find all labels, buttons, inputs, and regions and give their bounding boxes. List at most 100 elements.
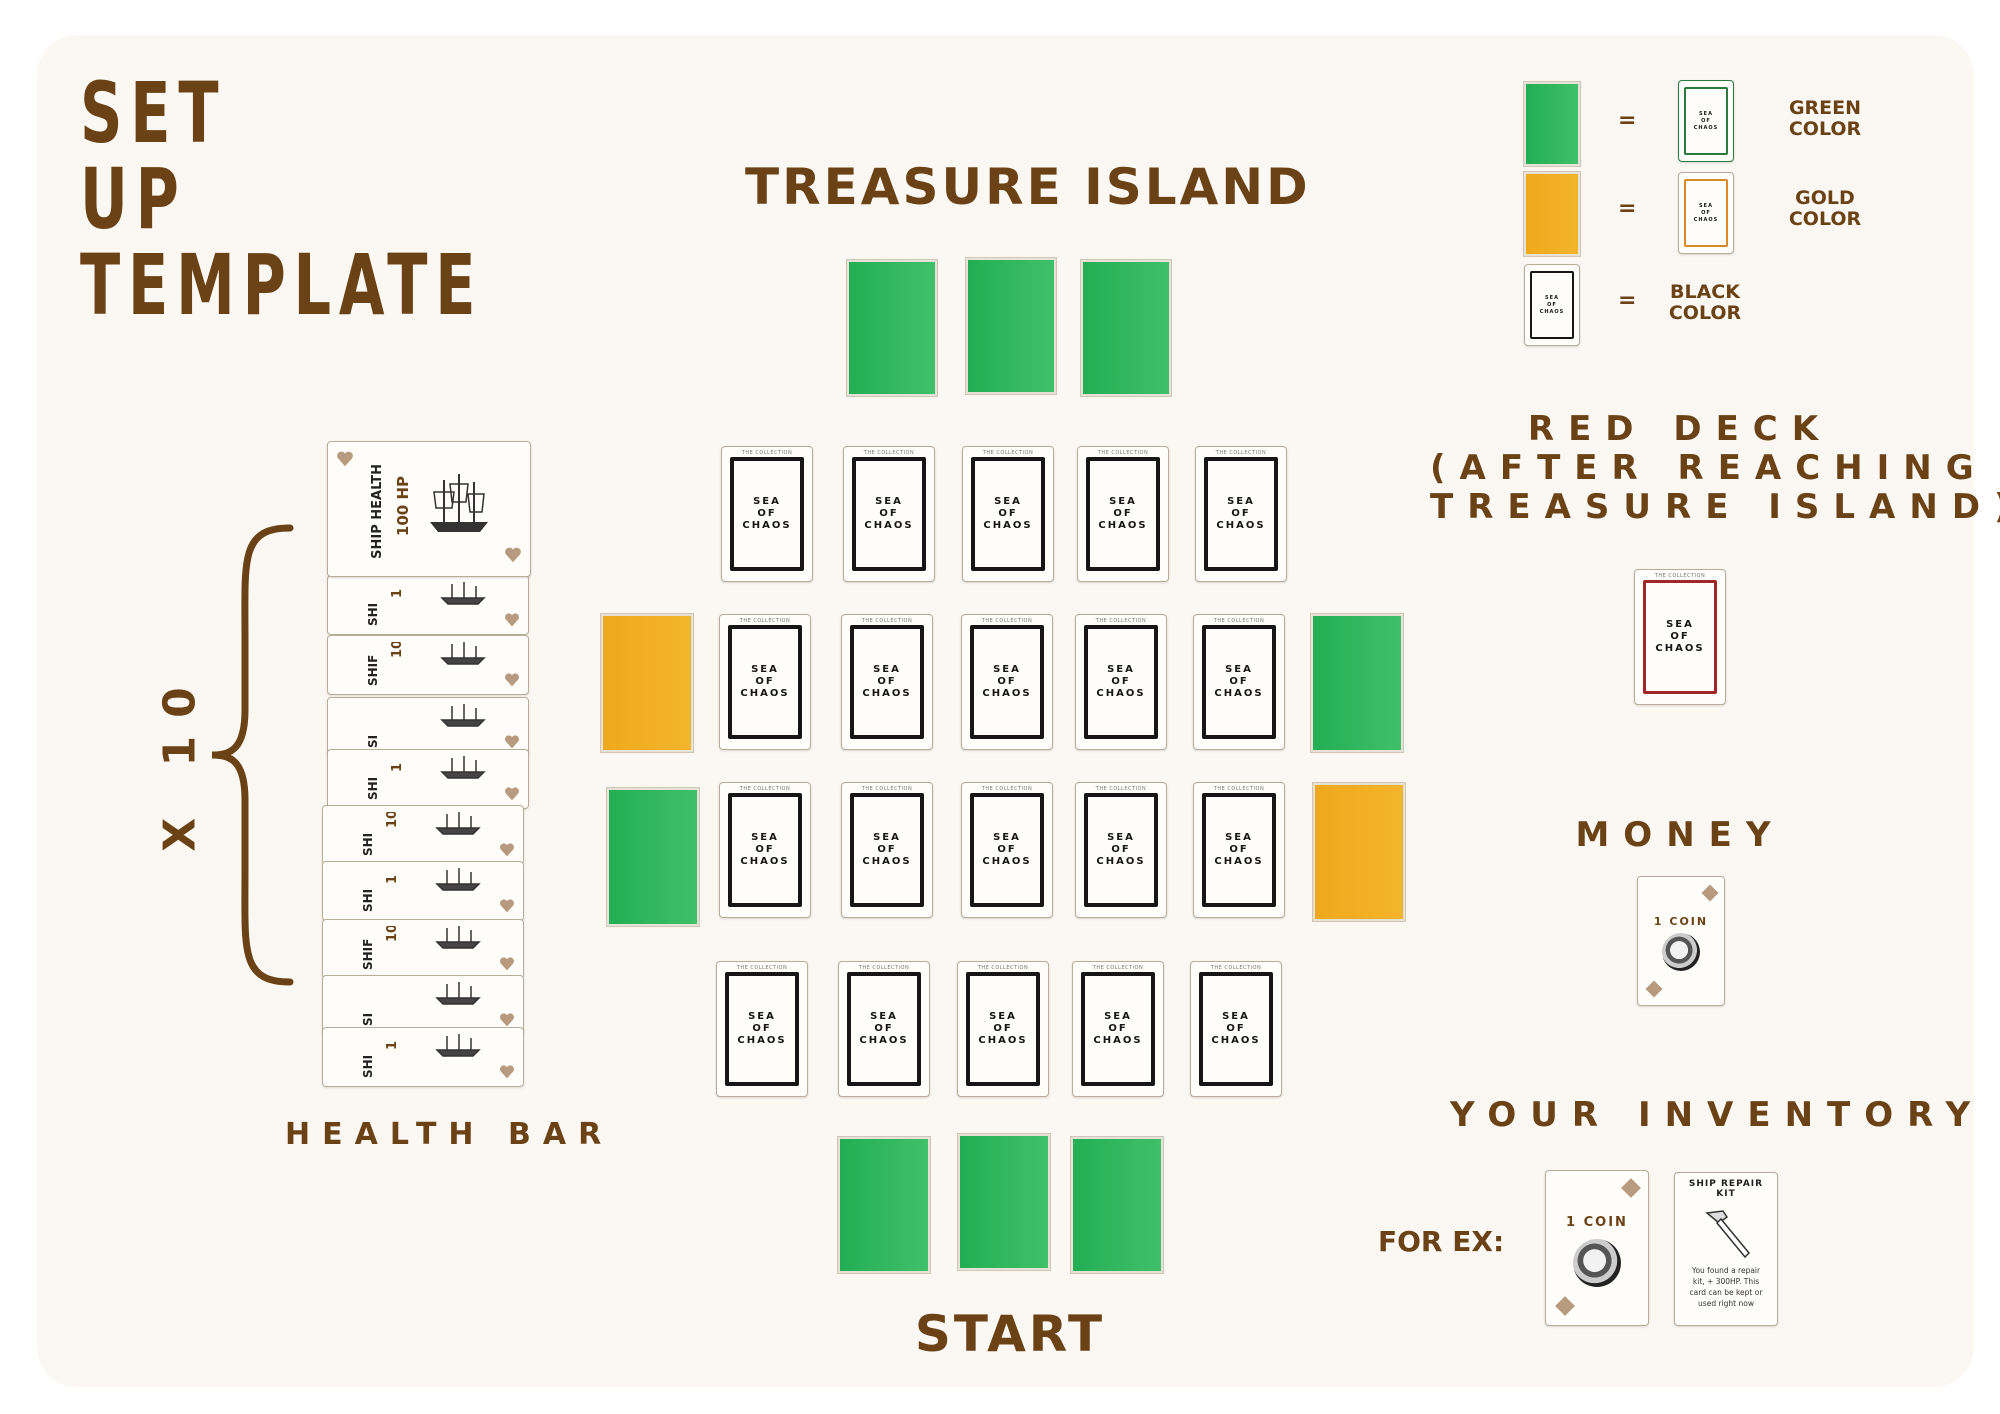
money-heading: MONEY xyxy=(1560,815,1800,855)
treasure-green-card-1[interactable] xyxy=(847,260,937,396)
health-card-label: SHI xyxy=(361,1034,375,1078)
ship-health-value: 100 HP xyxy=(394,476,412,536)
start-heading: START xyxy=(880,1305,1140,1363)
legend-gold-swatch xyxy=(1524,172,1580,256)
health-card-value: 1 xyxy=(390,756,405,772)
heart-suit-icon xyxy=(499,956,515,972)
health-card-label: SHI xyxy=(361,868,375,912)
diamond-suit-icon xyxy=(1646,981,1663,998)
health-card[interactable]: SI xyxy=(322,975,524,1035)
coin-icon xyxy=(1662,933,1700,971)
legend-black-label: BLACK COLOR xyxy=(1660,282,1750,324)
legend-green-swatch xyxy=(1524,82,1580,166)
for-example-label: FOR EX: xyxy=(1378,1225,1504,1258)
red-deck-line-1: RED DECK xyxy=(1430,410,1930,449)
hammer-icon xyxy=(1697,1207,1757,1263)
heart-suit-icon xyxy=(504,546,522,568)
health-card-label: SHI xyxy=(366,582,380,626)
heart-suit-icon xyxy=(499,842,515,858)
health-card-value: 10 xyxy=(385,926,400,942)
ship-icon xyxy=(438,580,488,606)
card-collection-label: THE COLLECTION xyxy=(958,965,1048,971)
card-collection-label: THE COLLECTION xyxy=(963,450,1053,456)
red-deck-line-3: TREASURE ISLAND) xyxy=(1430,488,1930,527)
health-card-value: 1 xyxy=(385,1034,400,1050)
ship-icon xyxy=(438,640,488,666)
legend-equals-3: = xyxy=(1618,288,1636,313)
money-coin-card[interactable]: 1 COIN xyxy=(1637,876,1725,1006)
board-gold-card-left[interactable] xyxy=(601,614,693,752)
health-bar-label: HEALTH BAR xyxy=(285,1117,585,1152)
setup-title: SET UP TEMPLATE xyxy=(80,70,483,328)
card-collection-label: THE COLLECTION xyxy=(1078,450,1168,456)
start-green-card-2[interactable] xyxy=(958,1134,1050,1270)
card-collection-label: THE COLLECTION xyxy=(717,965,807,971)
board-green-card-left[interactable] xyxy=(607,788,699,926)
start-green-card-1[interactable] xyxy=(838,1137,930,1273)
health-card-label: SI xyxy=(361,982,375,1026)
health-card[interactable]: SI xyxy=(327,697,529,757)
treasure-green-card-2[interactable] xyxy=(966,258,1056,394)
card-collection-label: THE COLLECTION xyxy=(962,786,1052,792)
health-card[interactable]: SHI 1 xyxy=(322,1027,524,1087)
board-green-card-right[interactable] xyxy=(1311,614,1403,752)
inventory-repair-kit-card[interactable]: SHIP REPAIR KIT You found a repair kit, … xyxy=(1674,1172,1778,1326)
red-deck-line-2: (AFTER REACHING xyxy=(1430,449,1930,488)
board-gold-card-right[interactable] xyxy=(1313,783,1405,921)
legend-green-label: GREEN COLOR xyxy=(1780,98,1870,140)
inventory-coin-card[interactable]: 1 COIN xyxy=(1545,1170,1649,1326)
ship-health-card[interactable]: SHIP HEALTH 100 HP xyxy=(327,441,531,577)
heart-suit-icon xyxy=(504,612,520,628)
start-green-card-3[interactable] xyxy=(1071,1137,1163,1273)
card-collection-label: THE COLLECTION xyxy=(722,450,812,456)
treasure-green-card-3[interactable] xyxy=(1081,260,1171,396)
ship-icon xyxy=(433,810,483,836)
health-card-label: SI xyxy=(366,704,380,748)
